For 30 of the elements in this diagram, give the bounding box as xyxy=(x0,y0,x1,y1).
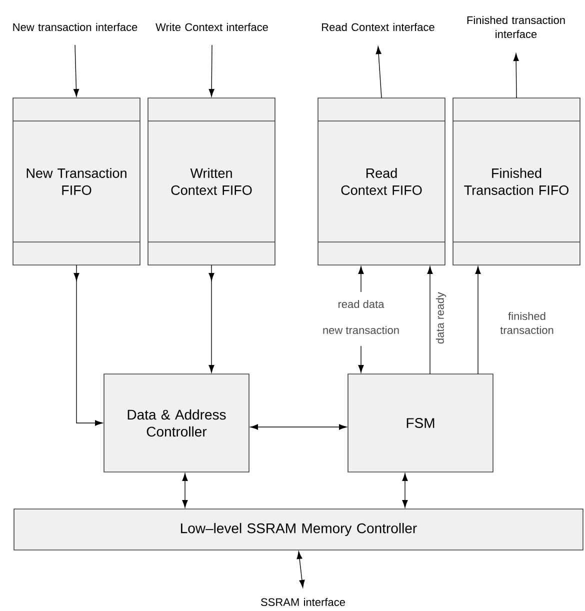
arrow xyxy=(358,346,364,373)
arrow xyxy=(358,266,364,292)
fifo-box: Written Context FIFO xyxy=(148,98,276,266)
arrow xyxy=(296,551,305,588)
arrow xyxy=(376,46,382,98)
fifo-box: Read Context FIFO xyxy=(318,98,446,266)
arrow xyxy=(427,266,433,374)
block-box: Low–level SSRAM Memory Controller xyxy=(14,508,584,550)
block-box: FSM xyxy=(348,374,494,472)
arrow xyxy=(475,266,481,374)
edge-label: finished transaction xyxy=(500,312,554,334)
arrow xyxy=(208,44,214,97)
arrow xyxy=(73,44,80,97)
arrow xyxy=(402,473,408,508)
arrow xyxy=(182,473,188,508)
interface-label: SSRAM interface xyxy=(261,598,345,606)
edge-label: data ready xyxy=(436,292,446,344)
interface-label: Finished transaction interface xyxy=(467,16,565,38)
interface-label: Write Context interface xyxy=(156,22,268,32)
arrow xyxy=(208,264,214,373)
interface-label: Read Context interface xyxy=(322,22,434,32)
edge-label: read data xyxy=(338,300,384,308)
interface-label: New transaction interface xyxy=(13,22,138,32)
edge-label: new transaction xyxy=(323,326,399,334)
fifo-box: Finished Transaction FIFO xyxy=(452,98,580,266)
arrow xyxy=(250,424,347,430)
arrow xyxy=(513,53,519,98)
block-box: Data & Address Controller xyxy=(104,374,250,472)
fifo-box: New Transaction FIFO xyxy=(12,98,140,266)
arrow xyxy=(74,264,103,426)
